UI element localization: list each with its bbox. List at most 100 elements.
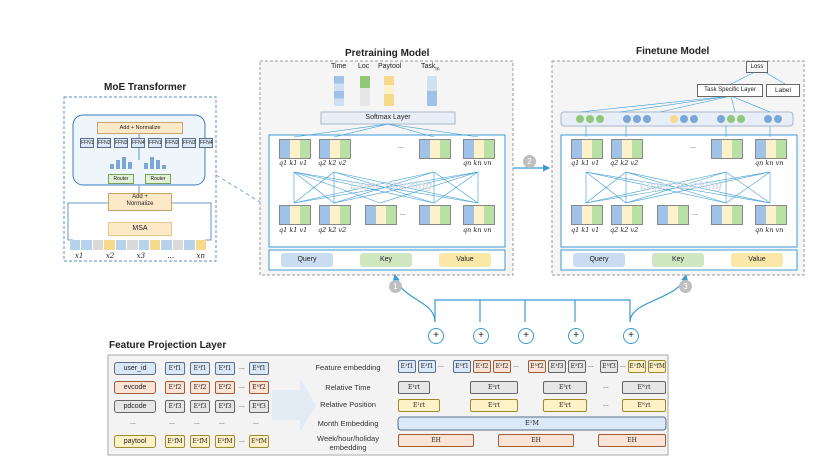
qkv-label: q2 k2 v2 xyxy=(610,226,639,234)
head-paytool: Paytool xyxy=(378,63,402,70)
msa-box: MSA xyxy=(108,222,172,236)
qkv-label: q1 k1 v1 xyxy=(279,226,308,234)
token-block xyxy=(611,139,643,159)
plus-icon: + xyxy=(568,328,584,344)
expert-ffn: FFN4 xyxy=(199,138,213,148)
token-block xyxy=(657,205,689,225)
token-block xyxy=(463,205,495,225)
expert-ffn: FFN4 xyxy=(131,138,145,148)
qkv-label: q2 k2 v2 xyxy=(318,159,347,167)
moe-experts: FFN1 FFN2 FFN3 FFN4 FFN1 FFN2 FFN3 FFN4 xyxy=(80,138,213,150)
feature-pdcode: pdcode xyxy=(114,400,156,413)
qkv-label: qn kn vn xyxy=(463,159,492,167)
normalize-label: Normalize xyxy=(126,201,154,207)
feature-user-id: user_id xyxy=(114,362,156,375)
rel-pos-cell: E²rt xyxy=(470,399,518,412)
rel-pos-dots: ... xyxy=(603,401,609,408)
row-label-relative-position: Relative Position xyxy=(320,400,376,409)
label-box: Label xyxy=(766,84,800,97)
token-block xyxy=(611,205,643,225)
emb-cell: E³f1 xyxy=(215,362,235,375)
loss-box: Loss xyxy=(746,61,768,73)
head-task-label: Task xyxy=(421,63,436,70)
emb-cell: E²f2 xyxy=(190,381,210,394)
token-block xyxy=(365,205,397,225)
token-block xyxy=(279,205,311,225)
token-block xyxy=(419,205,451,225)
key-input: Key xyxy=(652,253,704,267)
plus-icon: + xyxy=(623,328,639,344)
head-task-subscript: m xyxy=(435,66,440,73)
emb-cell: Eᴺf2 xyxy=(249,381,269,394)
dots: ... xyxy=(398,143,404,150)
rel-time-dots: ... xyxy=(603,383,609,390)
emb-dots: ... xyxy=(438,362,444,369)
step-1-badge: 1 xyxy=(389,280,402,293)
router-histogram-icon xyxy=(110,155,170,169)
rel-pos-cell: E¹rt xyxy=(398,399,440,412)
token-block xyxy=(755,139,787,159)
emb-cell: Eᴺf3 xyxy=(600,360,618,373)
qkv-label: q1 k1 v1 xyxy=(571,226,600,234)
moe-input-labels: x1 x2 x3 ... xn xyxy=(75,252,205,260)
head-task-bar xyxy=(427,76,437,106)
qkv-label: qn kn vn xyxy=(755,159,784,167)
dots: ... xyxy=(692,210,698,217)
week-cell: EH xyxy=(498,434,574,447)
expert-ffn: FFN3 xyxy=(114,138,128,148)
week-cell: EH xyxy=(398,434,474,447)
head-loc: Loc xyxy=(358,63,370,70)
week-cell: EH xyxy=(598,434,666,447)
token-block xyxy=(711,139,743,159)
key-input: Key xyxy=(360,253,412,267)
finetune-title: Finetune Model xyxy=(636,46,710,57)
rel-time-cell: E²rt xyxy=(470,381,518,394)
rel-time-cell: E¹rt xyxy=(398,381,430,394)
emb-cell: E³fM xyxy=(215,435,235,448)
head-task: Taskm xyxy=(421,63,440,72)
emb-cell: E¹fM xyxy=(165,435,185,448)
value-input: Value xyxy=(439,253,491,267)
expert-ffn: FFN3 xyxy=(182,138,196,148)
input-dots: ... xyxy=(167,252,175,260)
emb-dots: ... xyxy=(588,362,594,369)
emb-dots: ... xyxy=(219,419,225,426)
emb-cell: E¹f2 xyxy=(165,381,185,394)
emb-dots: ... xyxy=(239,364,245,371)
moe-input-tokens xyxy=(70,240,207,250)
emb-cell: E²f3 xyxy=(190,400,210,413)
emb-cell: E¹fM xyxy=(628,360,646,373)
rel-time-cell: E³rt xyxy=(543,381,587,394)
input-x2: x2 xyxy=(105,252,115,260)
qkv-label: q1 k1 v1 xyxy=(571,159,600,167)
emb-cell: E¹f3 xyxy=(165,400,185,413)
row-label-feature-embedding: Feature embedding xyxy=(315,363,381,372)
emb-cell: E¹f1 xyxy=(165,362,185,375)
emb-cell: Eᴺf3 xyxy=(249,400,269,413)
dots: ... xyxy=(690,143,696,150)
input-xn: xn xyxy=(196,252,205,260)
layer-stacking-label: Layer Stacking xyxy=(640,180,723,192)
emb-dots: ... xyxy=(239,402,245,409)
token-block xyxy=(571,205,603,225)
qkv-label: qn kn vn xyxy=(755,226,784,234)
router-box: Router xyxy=(145,174,171,184)
qkv-label: q1 k1 v1 xyxy=(279,159,308,167)
projection-title: Feature Projection Layer xyxy=(109,340,227,351)
emb-dots: ... xyxy=(194,419,200,426)
expert-ffn: FFN1 xyxy=(148,138,162,148)
softmax-layer: Softmax Layer xyxy=(365,114,411,121)
qkv-label: q2 k2 v2 xyxy=(318,226,347,234)
emb-dots: ... xyxy=(239,383,245,390)
emb-cell: EᴺfM xyxy=(648,360,666,373)
output-circles xyxy=(566,114,792,124)
input-x1: x1 xyxy=(75,252,84,260)
feature-evcode: evcode xyxy=(114,381,156,394)
token-block xyxy=(463,139,495,159)
query-input: Query xyxy=(281,253,333,267)
moe-title: MoE Transformer xyxy=(104,82,187,93)
expert-ffn: FFN2 xyxy=(165,138,179,148)
moe-add-normalize-top: Add + Normalize xyxy=(97,122,183,134)
rel-pos-cell: Eᴺrt xyxy=(622,399,666,412)
emb-cell: E³f2 xyxy=(215,381,235,394)
